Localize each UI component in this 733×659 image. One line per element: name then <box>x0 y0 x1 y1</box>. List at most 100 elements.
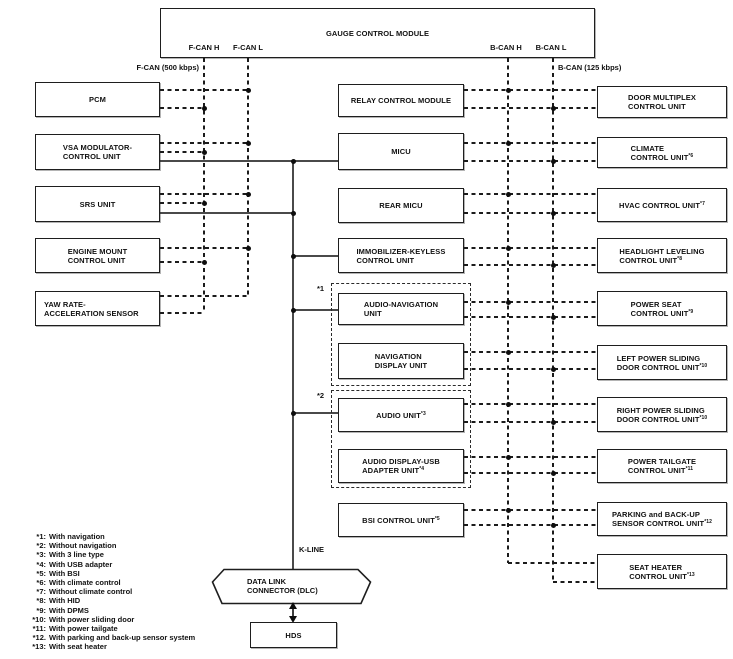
node-label: DATA LINK CONNECTOR (DLC) <box>247 577 318 595</box>
footnote-marker: *11 <box>685 466 694 472</box>
group-without-navigation <box>331 390 471 488</box>
footnote-line: *9:With DPMS <box>36 605 89 615</box>
can-bus-dashed-line <box>464 509 597 511</box>
junction-dot <box>550 470 556 476</box>
node-label: HEADLIGHT LEVELING CONTROL UNIT <box>619 246 705 265</box>
node-label: DOOR MULTIPLEX CONTROL UNIT <box>628 93 696 111</box>
junction-dot <box>550 158 556 164</box>
junction-dot <box>550 105 556 111</box>
can-bus-dashed-line <box>464 89 597 91</box>
node-audio-display-usb-adapter-unit: AUDIO DISPLAY-USB ADAPTER UNIT*4 <box>338 449 464 483</box>
junction-dot <box>245 87 251 93</box>
node-label: HDS <box>285 630 302 640</box>
k-line-segment <box>160 160 338 162</box>
k-line-segment <box>293 255 338 257</box>
footnote-line: *12.With parking and back-up sensor syst… <box>32 633 196 643</box>
junction-dot <box>550 210 556 216</box>
junction-dot <box>505 245 511 251</box>
node-label: PARKING and BACK-UP SENSOR CONTROL UNIT <box>612 510 705 528</box>
footnote-line: *1:With navigation <box>36 532 105 541</box>
node-label: RIGHT POWER SLIDING DOOR CONTROL UNIT <box>616 405 705 424</box>
junction-dot <box>290 410 296 416</box>
node-label: REAR MICU <box>379 201 423 210</box>
node-label: LEFT POWER SLIDING DOOR CONTROL UNIT <box>616 353 701 372</box>
junction-dot <box>201 200 207 206</box>
node-label: GAUGE CONTROL MODULE <box>325 28 430 38</box>
node-power-tailgate-control-unit: POWER TAILGATE CONTROL UNIT*11 <box>597 449 727 483</box>
footnote-line: *13:With seat heater <box>32 642 107 652</box>
junction-dot <box>550 366 556 372</box>
footnote-list: *1:With navigation*2:Without navigation*… <box>24 532 195 652</box>
junction-dot <box>505 140 511 146</box>
junction-dot <box>505 507 511 513</box>
footnote-line: *3:With 3 line type <box>36 550 104 560</box>
can-bus-dashed-line <box>464 212 597 214</box>
bcan-h-label: B-CAN H <box>490 43 522 52</box>
node-climate-control-unit: CLIMATE CONTROL UNIT*6 <box>597 137 727 168</box>
k-line-segment <box>160 212 293 214</box>
footnote-marker: *9 <box>688 308 694 315</box>
can-bus-dashed-line <box>464 193 597 195</box>
node-label: YAW RATE- ACCELERATION SENSOR <box>44 299 139 318</box>
can-bus-dashed-line <box>464 264 597 266</box>
dlc-hexagon-shape <box>211 568 372 605</box>
bcan-speed-label: B-CAN (125 kbps) <box>558 63 622 72</box>
node-vsa-modulator-control-unit: VSA MODULATOR- CONTROL UNIT <box>35 134 160 170</box>
can-bus-dashed-line <box>160 247 248 249</box>
node-label: AUDIO UNIT <box>376 410 421 420</box>
can-bus-dashed-line <box>160 142 248 144</box>
can-bus-dashed-line <box>160 312 204 314</box>
can-bus-dashed-line <box>160 295 248 297</box>
footnote-line: *7:Without climate control <box>36 587 133 597</box>
k-line-segment <box>293 309 338 311</box>
junction-dot <box>245 191 251 197</box>
node-relay-control-module: RELAY CONTROL MODULE <box>338 84 464 117</box>
node-label: HVAC CONTROL UNIT <box>619 200 701 210</box>
node-headlight-leveling-control-unit: HEADLIGHT LEVELING CONTROL UNIT*8 <box>597 238 727 273</box>
can-bus-dashed-line <box>464 301 597 303</box>
footnote-line: *10:With power sliding door <box>32 614 135 624</box>
node-parking-back-up-sensor-control-unit: PARKING and BACK-UP SENSOR CONTROL UNIT*… <box>597 502 727 536</box>
fcan-l-label: F-CAN L <box>233 43 263 52</box>
footnote-marker: *7 <box>700 200 705 207</box>
junction-dot <box>505 299 511 305</box>
k-line-segment <box>293 412 338 414</box>
can-bus-dashed-line <box>464 247 597 249</box>
can-bus-dashed-line <box>553 581 597 583</box>
footnote-line: *11:With power tailgate <box>32 624 118 634</box>
node-right-power-sliding-door-control-unit: RIGHT POWER SLIDING DOOR CONTROL UNIT*10 <box>597 397 727 432</box>
can-bus-dashed-line <box>464 472 597 474</box>
node-label: SEAT HEATER CONTROL UNIT <box>629 562 687 581</box>
can-bus-dashed-line <box>464 524 597 526</box>
fcan-speed-label: F-CAN (500 kbps) <box>136 63 199 72</box>
node-label: CLIMATE CONTROL UNIT <box>630 143 689 162</box>
can-bus-dashed-line <box>464 351 597 353</box>
node-audio-navigation-unit: AUDIO-NAVIGATION UNIT <box>338 293 464 325</box>
footnote-marker: *10 <box>699 414 708 421</box>
can-bus-dashed-line <box>160 193 248 195</box>
node-label: VSA MODULATOR- CONTROL UNIT <box>62 143 133 161</box>
footnote-line: *6:With climate control <box>36 578 121 588</box>
junction-dot <box>550 262 556 268</box>
footnote-line: *4:With USB adapter <box>36 559 113 569</box>
can-bus-dashed-line <box>464 142 597 144</box>
footnote-line: *8:With HID <box>36 596 81 606</box>
footnote-marker: *3 <box>420 410 426 417</box>
node-immobilizer-keyless-control-unit: IMMOBILIZER-KEYLESS CONTROL UNIT <box>338 238 464 273</box>
junction-dot <box>201 105 207 111</box>
can-bus-dashed-line <box>464 316 597 318</box>
footnote-marker: *5 <box>434 515 440 522</box>
junction-dot <box>505 87 511 93</box>
node-label: RELAY CONTROL MODULE <box>350 96 452 105</box>
node-bsi-control-unit: BSI CONTROL UNIT*5 <box>338 503 464 537</box>
can-bus-dashed-line <box>203 58 205 313</box>
junction-dot <box>505 349 511 355</box>
footnote-marker: *13 <box>686 571 695 578</box>
can-bus-dashed-line <box>464 421 597 423</box>
junction-dot <box>290 210 296 216</box>
can-bus-dashed-line <box>552 58 554 582</box>
node-power-seat-control-unit: POWER SEAT CONTROL UNIT*9 <box>597 291 727 326</box>
group-with-navigation <box>331 283 471 386</box>
node-label: IMMOBILIZER-KEYLESS CONTROL UNIT <box>356 246 446 265</box>
